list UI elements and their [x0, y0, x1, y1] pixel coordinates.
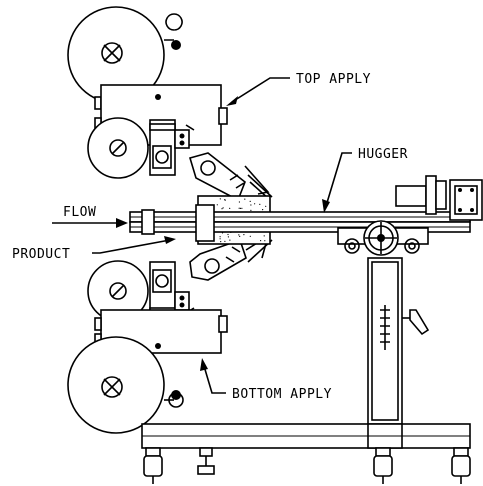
product-dot [227, 236, 229, 238]
hugger-label: HUGGER [358, 147, 408, 162]
product-dot [260, 240, 262, 242]
product-dot [238, 207, 240, 209]
product-dot [221, 208, 223, 210]
bottom-apply-unit [67, 234, 273, 434]
product-dot [250, 204, 252, 206]
product-dot [262, 209, 264, 211]
caster-center [373, 455, 393, 477]
caster-left [143, 455, 163, 477]
product-dot [227, 233, 229, 236]
bottom-applicator-arm [189, 238, 247, 281]
leveler-left [197, 465, 215, 475]
conveyor-motor [395, 185, 427, 207]
top-applicator-arm [188, 152, 246, 202]
lock-handle [409, 309, 430, 336]
top-apply-unit [67, 6, 273, 202]
product-dot [259, 203, 261, 205]
product-dot [250, 209, 252, 211]
bottom-apply-label: BOTTOM APPLY [232, 387, 332, 402]
product-dot [224, 199, 226, 201]
product-dot [264, 240, 266, 242]
product-dot [219, 198, 221, 200]
conveyor [129, 175, 483, 245]
product-dot [241, 207, 243, 209]
product-dot [244, 198, 246, 200]
product-dot [238, 201, 240, 203]
product-dot [239, 207, 242, 209]
hugger-leader [325, 152, 352, 207]
product-dot [222, 207, 224, 209]
product-dot [229, 239, 231, 241]
bottom-apply-leader [203, 365, 226, 394]
product-dot [254, 203, 256, 205]
product-dot [229, 207, 231, 209]
caster-right [451, 455, 471, 477]
product-dot [220, 241, 222, 243]
callouts: TOP APPLY HUGGER FLOW PRODUCT BOTTOM APP… [12, 72, 408, 402]
flow-label: FLOW [63, 205, 96, 220]
product-dot [238, 234, 240, 236]
top-apply-label: TOP APPLY [296, 72, 371, 87]
product-label: PRODUCT [12, 247, 70, 262]
product-dot [224, 240, 226, 242]
product-dot [249, 235, 251, 237]
product-dot [243, 234, 245, 236]
product-dot [263, 235, 265, 237]
product-dot [219, 236, 221, 238]
product-dot [249, 200, 251, 202]
product-dot [265, 205, 267, 207]
top-apply-leader [231, 77, 290, 103]
product-leader [92, 239, 171, 254]
product-dot [239, 235, 241, 237]
stand [141, 220, 471, 484]
product-dot [219, 238, 221, 240]
bottom-supply-reel [67, 336, 165, 434]
product-dot [216, 204, 218, 206]
